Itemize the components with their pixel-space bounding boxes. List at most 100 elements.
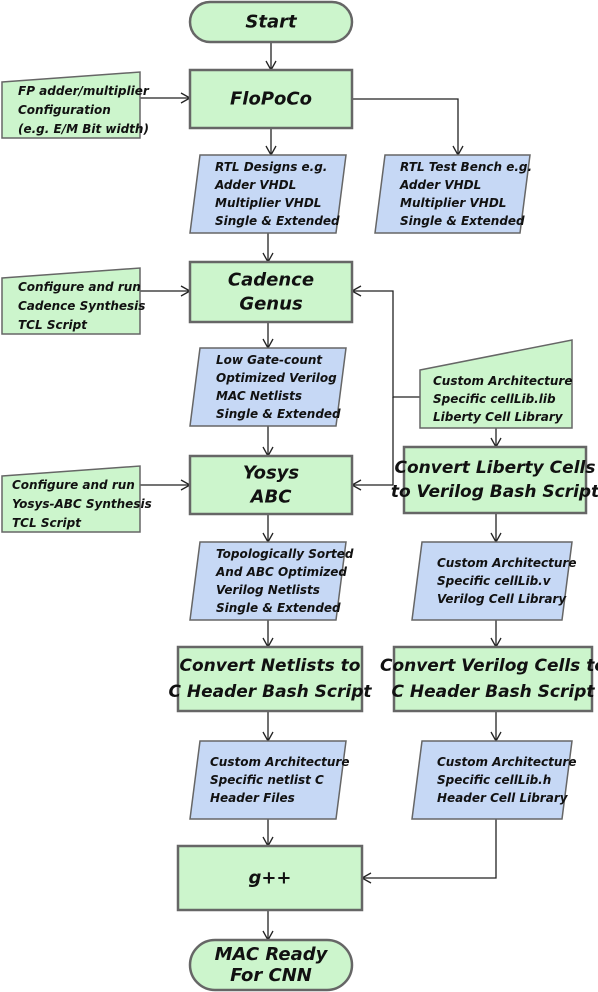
flopoco-process-shape	[188, 68, 354, 130]
low-gate-netlists-label-2: Optimized Verilog	[216, 371, 337, 385]
yosys-script-label-3: TCL Script	[12, 516, 82, 530]
edge-convert-liberty-verilog	[490, 513, 502, 544]
cadence-genus-label-2: Genus	[239, 294, 303, 315]
edge-cadence-script-genus	[140, 285, 192, 297]
edge-header-celllib-gpp-line	[362, 819, 497, 879]
edge-liberty-convert	[490, 428, 502, 449]
flopoco-label-1: FloPoCo	[230, 89, 312, 110]
edge-yosys-script-yosys	[140, 479, 192, 491]
edge-gpp-end	[262, 910, 274, 942]
verilog-celllib-label-3: Verilog Cell Library	[437, 592, 567, 606]
edge-genus-netlists	[262, 322, 274, 350]
convert-netlists-label-1: Convert Netlists to	[180, 656, 361, 676]
low-gate-netlists-label-1: Low Gate-count	[216, 353, 323, 367]
rtl-testbench-label-2: Adder VHDL	[399, 178, 481, 192]
verilog-celllib-output-shape	[411, 541, 573, 621]
end-node-shape	[188, 938, 354, 992]
yosys-abc-label-2: ABC	[249, 487, 293, 508]
yosys-script-input-shape	[1, 465, 141, 533]
edge-netlists-yosys	[262, 426, 274, 458]
edge-verilog-celllib-convert	[490, 620, 502, 649]
rtl-designs-output-shape	[189, 154, 347, 234]
gpp-label-1: g++	[248, 868, 291, 889]
start-node: Start	[188, 0, 354, 44]
yosys-script-label-2: Yosys-ABC Synthesis	[12, 497, 152, 511]
convert-verilog-cells-label-2: C Header Bash Script	[391, 682, 595, 702]
netlist-headers-label-3: Header Files	[210, 791, 295, 805]
header-celllib-output-shape	[411, 740, 573, 820]
verilog-celllib-label-2: Specific cellLib.v	[437, 574, 552, 588]
yosys-script-label-1: Configure and run	[12, 478, 135, 492]
liberty-lib-label-3: Liberty Cell Library	[433, 410, 564, 424]
abc-netlists-label-2: And ABC Optimized	[215, 565, 347, 579]
edge-liberty-to-genus-line	[352, 290, 420, 398]
netlist-headers-output-shape	[189, 740, 347, 820]
fp-config-label-1: FP adder/multiplier	[18, 84, 150, 98]
convert-netlists-process: Convert Netlists to C Header Bash Script	[168, 645, 372, 713]
fp-config-input-shape	[1, 71, 141, 139]
netlist-headers-label-1: Custom Architecture	[210, 755, 349, 769]
convert-verilog-cells-process: Convert Verilog Cells to C Header Bash Sc…	[380, 645, 598, 713]
convert-verilog-cells-process-shape	[392, 645, 594, 713]
convert-liberty-label-1: Convert Liberty Cells	[395, 458, 596, 478]
rtl-designs-label-3: Multiplier VHDL	[215, 196, 321, 210]
edge-header-celllib-gpp	[360, 819, 497, 884]
start-label-1: Start	[245, 12, 298, 33]
edge-liberty-to-yosys-line	[352, 397, 394, 486]
gpp-process-shape	[176, 844, 364, 912]
convert-liberty-label-2: to Verilog Bash Script	[391, 482, 598, 502]
header-celllib-label-3: Header Cell Library	[437, 791, 569, 805]
rtl-testbench-output-shape	[374, 154, 531, 234]
edge-start-flopoco	[265, 42, 277, 72]
rtl-testbench-output: RTL Test Bench e.g.Adder VHDLMultiplier …	[374, 154, 532, 234]
fp-config-label-3: (e.g. E/M Bit width)	[18, 122, 149, 136]
convert-verilog-cells-label-1: Convert Verilog Cells to	[380, 656, 598, 676]
header-celllib-label-2: Specific cellLib.h	[437, 773, 551, 787]
rtl-designs-label-4: Single & Extended	[215, 214, 340, 228]
liberty-lib-label-1: Custom Architecture	[433, 374, 572, 388]
convert-netlists-label-2: C Header Bash Script	[168, 682, 372, 702]
abc-netlists-output-shape	[189, 541, 347, 621]
flopoco-process: FloPoCo	[188, 68, 354, 130]
cadence-genus-process-shape	[188, 260, 354, 324]
cadence-script-label-2: Cadence Synthesis	[18, 299, 145, 313]
cadence-script-label-1: Configure and run	[18, 280, 141, 294]
end-label-1: MAC Ready	[215, 944, 329, 965]
edge-liberty-to-yosys	[350, 397, 394, 491]
verilog-celllib-label-1: Custom Architecture	[437, 556, 576, 570]
liberty-lib-label-2: Specific cellLib.lib	[433, 392, 556, 406]
start-node-shape	[188, 0, 354, 44]
netlist-headers-label-2: Specific netlist C	[210, 773, 324, 787]
edge-convert-verilog-header	[490, 711, 502, 743]
low-gate-netlists-output-shape	[189, 347, 347, 427]
convert-liberty-process-shape	[402, 445, 588, 515]
header-celllib-label-1: Custom Architecture	[437, 755, 576, 769]
edge-yosys-abc-netlists	[262, 514, 274, 544]
cadence-script-input-shape	[1, 267, 141, 335]
abc-netlists-label-1: Topologically Sorted	[216, 547, 354, 561]
convert-netlists-process-shape	[176, 645, 364, 713]
edge-abc-netlists-convert	[262, 620, 274, 649]
end-label-2: For CNN	[230, 965, 312, 986]
edge-flopoco-testbench	[352, 98, 464, 157]
edge-convert-netlists-headers	[262, 711, 274, 743]
gpp-process: g++	[176, 844, 364, 912]
fp-config-label-2: Configuration	[18, 103, 111, 117]
low-gate-netlists-label-3: MAC Netlists	[216, 389, 302, 403]
edge-rtl-designs-cadence	[262, 233, 274, 264]
convert-liberty-process: Convert Liberty Cells to Verilog Bash Scr…	[391, 445, 598, 515]
yosys-abc-label-1: Yosys	[243, 463, 300, 484]
rtl-testbench-label-3: Multiplier VHDL	[400, 196, 506, 210]
cadence-script-label-3: TCL Script	[18, 318, 88, 332]
